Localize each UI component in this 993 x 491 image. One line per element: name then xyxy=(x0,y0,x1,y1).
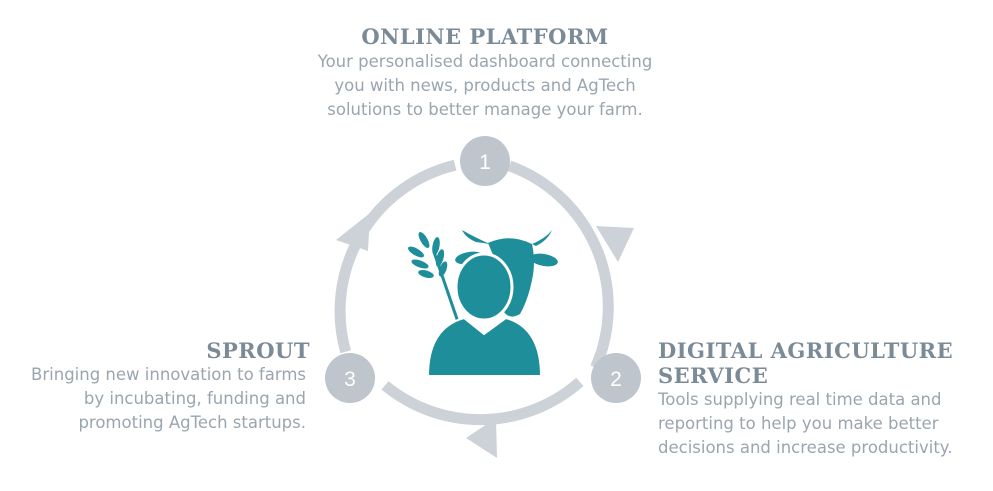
step-2-desc-line: reporting to help you make better xyxy=(658,414,939,433)
step-2-desc-line: decisions and increase productivity. xyxy=(658,438,953,457)
step-node-3: 3 xyxy=(325,353,375,403)
step-1-desc-line: solutions to better manage your farm. xyxy=(327,100,643,119)
step-1-title-line: ONLINE PLATFORM xyxy=(361,24,609,49)
step-node-1: 1 xyxy=(460,136,510,186)
step-3-title-line: SPROUT xyxy=(206,338,310,363)
step-3-desc-line: by incubating, funding and xyxy=(83,389,306,408)
step-node-2: 2 xyxy=(591,353,641,403)
step-2-desc-line: Tools supplying real time data and xyxy=(658,390,942,409)
step-description-sprout: Bringing new innovation to farms by incu… xyxy=(0,363,306,435)
arrowhead-bottom-icon xyxy=(466,418,497,458)
step-number-2: 2 xyxy=(610,368,622,391)
farmer-with-cow-and-wheat-icon xyxy=(408,230,558,377)
ring-arc-1-to-2 xyxy=(507,160,614,370)
step-number-1: 1 xyxy=(479,151,491,174)
step-1-desc-line: Your personalised dashboard connecting xyxy=(317,52,653,71)
step-number-3: 3 xyxy=(344,368,356,391)
ring-arc-2-to-3 xyxy=(381,377,584,426)
step-title-online-platform: ONLINE PLATFORM xyxy=(300,24,670,49)
step-3-desc-line: promoting AgTech startups. xyxy=(78,413,306,432)
step-3-desc-line: Bringing new innovation to farms xyxy=(31,365,306,384)
arrowhead-left-icon xyxy=(336,213,370,251)
step-title-digital-agriculture-service: DIGITAL AGRICULTURE SERVICE xyxy=(658,338,988,388)
step-description-digital-agriculture-service: Tools supplying real time data and repor… xyxy=(658,388,988,460)
step-1-desc-line: you with news, products and AgTech xyxy=(334,76,636,95)
step-title-sprout: SPROUT xyxy=(100,338,310,363)
step-2-title-line: DIGITAL AGRICULTURE xyxy=(658,338,954,363)
step-description-online-platform: Your personalised dashboard connecting y… xyxy=(280,50,690,122)
arrowhead-right-icon xyxy=(596,226,634,262)
step-2-title-line: SERVICE xyxy=(658,363,769,388)
